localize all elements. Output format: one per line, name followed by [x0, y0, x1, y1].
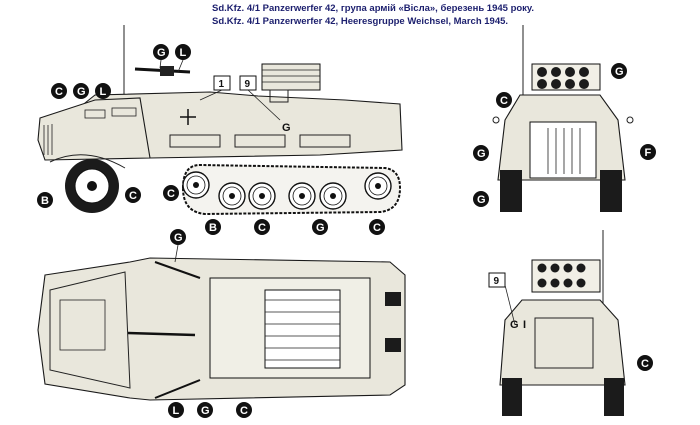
- stowage-box: [234, 134, 286, 148]
- launcher-rear: [531, 259, 601, 293]
- svg-text:G: G: [615, 66, 624, 78]
- svg-text:C: C: [500, 95, 508, 107]
- callout-box-9b: 9: [488, 272, 516, 326]
- callout-l: L: [168, 402, 184, 418]
- callout-g: G: [153, 44, 169, 69]
- svg-text:C: C: [129, 190, 137, 202]
- callout-c: C: [637, 355, 653, 371]
- launcher-top: [264, 289, 341, 369]
- balkenkreuz: [180, 109, 196, 125]
- machine-gun: [127, 331, 196, 337]
- callout-g: G: [473, 145, 489, 161]
- stowage-box: [169, 134, 221, 148]
- caption-english: Sd.Kfz. 4/1 Panzerwerfer 42, Heeresgrupp…: [212, 16, 509, 27]
- callout-g: G: [473, 191, 489, 207]
- engine-deck: [49, 271, 131, 389]
- side-view: G: [37, 25, 403, 216]
- callout-c: C: [496, 92, 512, 108]
- callout-b: B: [205, 219, 221, 235]
- front-grille-bars: [547, 128, 581, 174]
- svg-text:C: C: [258, 222, 266, 234]
- callout-c: C: [236, 402, 252, 418]
- callout-box-1: 1: [199, 75, 231, 101]
- callout-c: C: [125, 187, 141, 203]
- front-tyre: [500, 170, 522, 212]
- svg-text:1: 1: [219, 79, 225, 90]
- svg-text:G: G: [477, 148, 486, 160]
- rear-marking-g: G: [510, 319, 519, 331]
- callout-g: G: [312, 219, 328, 235]
- svg-text:C: C: [373, 222, 381, 234]
- rear-door: [534, 317, 594, 369]
- side-engine-hood: [37, 97, 151, 161]
- svg-text:G: G: [316, 222, 325, 234]
- svg-text:F: F: [645, 147, 652, 159]
- svg-text:G: G: [77, 86, 86, 98]
- svg-text:L: L: [180, 47, 187, 59]
- caption-ukrainian: Sd.Kfz. 4/1 Panzerwerfer 42, група армій…: [212, 3, 535, 14]
- callout-f: F: [640, 144, 656, 160]
- rear-hull: [499, 299, 626, 386]
- callout-l: L: [95, 83, 111, 99]
- callout-g: G: [170, 229, 186, 263]
- callout-box-9a: 9: [239, 75, 281, 121]
- svg-text:G: G: [174, 232, 183, 244]
- hull-marking-g: G: [282, 122, 291, 134]
- callout-l: L: [175, 44, 191, 73]
- svg-text:C: C: [641, 358, 649, 370]
- stowage-box: [299, 134, 351, 148]
- callout-c: C: [254, 219, 270, 235]
- front-wheel: [65, 159, 119, 213]
- rear-track: [502, 378, 522, 416]
- callout-c: C: [163, 185, 179, 201]
- svg-text:C: C: [240, 405, 248, 417]
- callout-b: B: [37, 192, 53, 208]
- top-view: [37, 257, 406, 401]
- svg-text:B: B: [41, 195, 49, 207]
- svg-text:9: 9: [245, 79, 251, 90]
- svg-text:C: C: [55, 86, 63, 98]
- rear-view: G I: [499, 230, 626, 416]
- rocket-launcher-side: [261, 63, 321, 103]
- launcher-front: [531, 63, 601, 91]
- callout-g: G: [197, 402, 213, 418]
- callout-c: C: [51, 83, 67, 99]
- callout-g: G: [73, 83, 89, 99]
- machine-gun: [134, 66, 191, 76]
- svg-text:G: G: [477, 194, 486, 206]
- svg-text:G: G: [201, 405, 210, 417]
- svg-text:G: G: [157, 47, 166, 59]
- callout-c: C: [369, 219, 385, 235]
- front-grille: [529, 121, 597, 179]
- front-view: [492, 25, 634, 212]
- rear-track: [604, 378, 624, 416]
- front-tyre: [600, 170, 622, 212]
- svg-text:C: C: [167, 188, 175, 200]
- rear-marking-i: I: [523, 319, 526, 331]
- track-assembly: [181, 163, 402, 216]
- svg-text:L: L: [100, 86, 107, 98]
- callout-g: G: [611, 63, 627, 79]
- svg-text:B: B: [209, 222, 217, 234]
- svg-text:L: L: [173, 405, 180, 417]
- front-grille: [43, 124, 53, 155]
- svg-text:9: 9: [494, 276, 500, 287]
